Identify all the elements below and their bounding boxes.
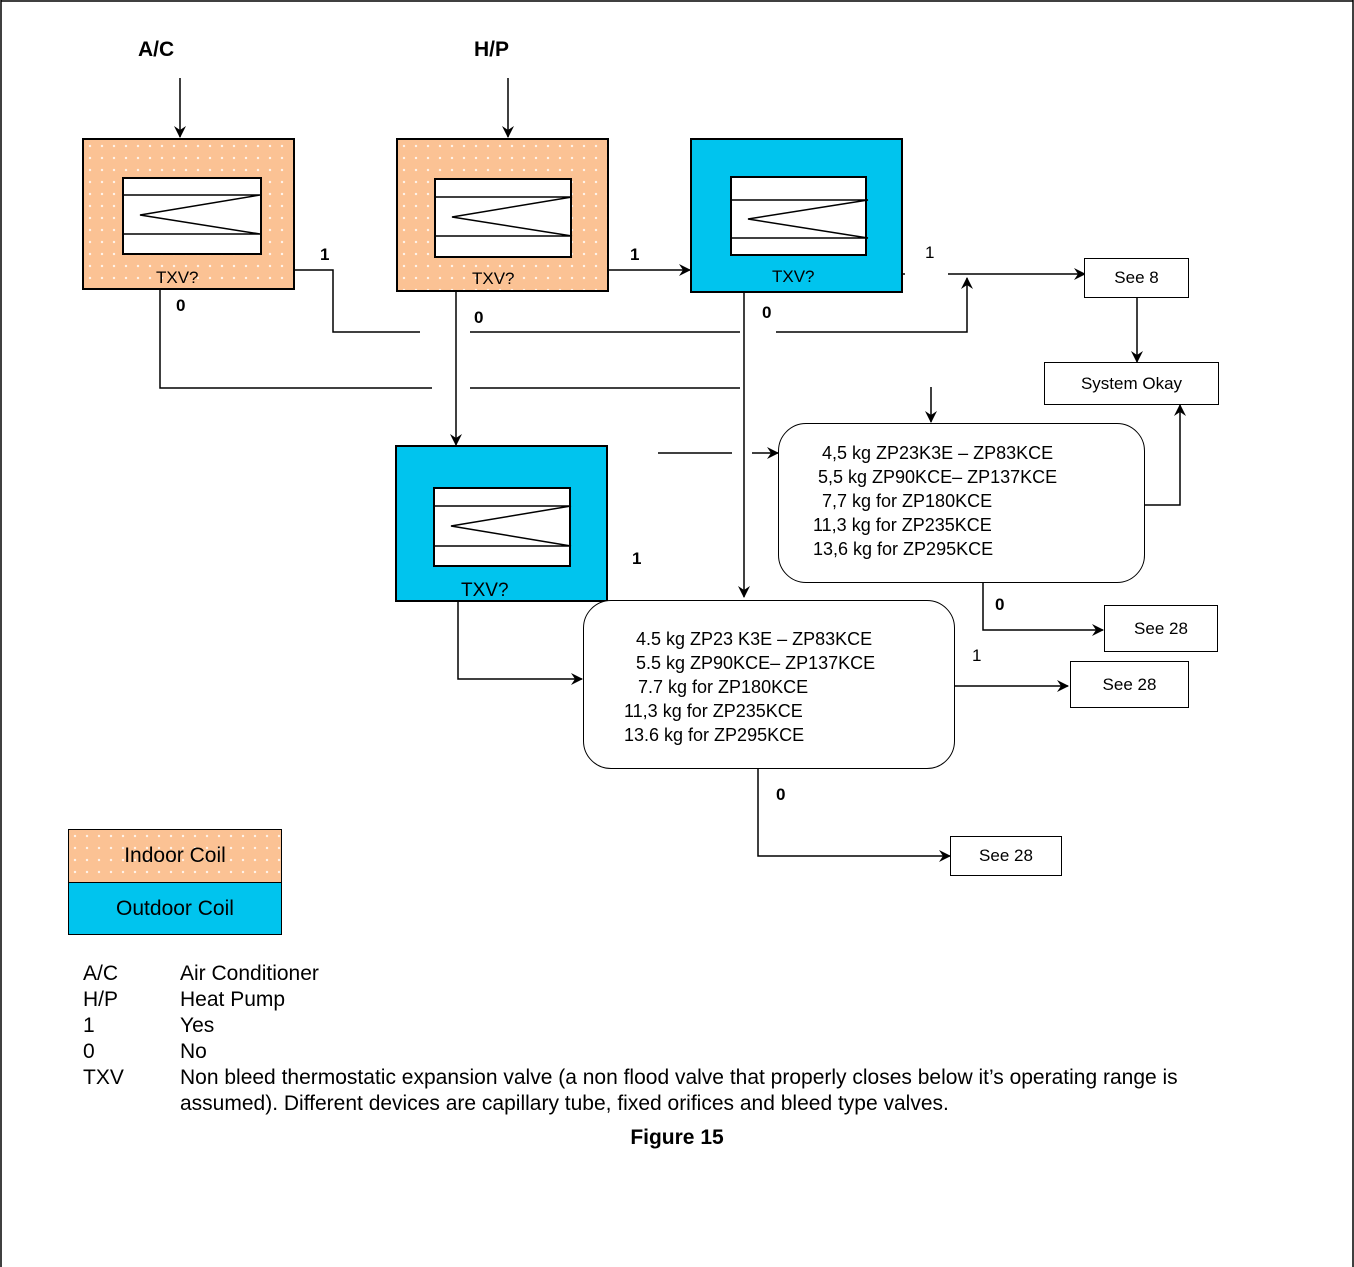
abbr-key: 0 bbox=[83, 1040, 95, 1063]
hp-input-label: H/P bbox=[474, 38, 510, 61]
see-8-box: See 8 bbox=[1084, 258, 1189, 298]
abbr-value: No bbox=[180, 1040, 207, 1063]
txv-label: TXV? bbox=[772, 267, 815, 286]
abbr-value: Non bleed thermostatic expansion valve (… bbox=[180, 1066, 1178, 1115]
figure-title: Figure 15 bbox=[630, 1126, 724, 1149]
abbr-value: Heat Pump bbox=[180, 988, 286, 1011]
yes-flag: 1 bbox=[925, 243, 935, 262]
yes-flag: 1 bbox=[320, 245, 330, 264]
yes-flag: 1 bbox=[632, 549, 642, 568]
coil-symbol-icon bbox=[433, 487, 572, 567]
legend-indoor-coil: Indoor Coil bbox=[68, 829, 282, 883]
abbr-key: TXV bbox=[83, 1066, 124, 1089]
no-flag: 0 bbox=[176, 296, 186, 315]
see-28-box: See 28 bbox=[950, 836, 1062, 876]
abbreviation-list: A/C Air Conditioner H/P Heat Pump 1 Yes … bbox=[83, 961, 1263, 1121]
see-28-box: See 28 bbox=[1070, 661, 1189, 708]
ac-input-label: A/C bbox=[138, 38, 175, 61]
charge-line: 13.6 kg for ZP295KCE bbox=[624, 725, 805, 745]
no-flag: 0 bbox=[995, 595, 1005, 614]
charge-line: 7,7 kg for ZP180KCE bbox=[822, 491, 993, 511]
txv-label: TXV? bbox=[472, 269, 515, 288]
charge-line: 11,3 kg for ZP235KCE bbox=[624, 701, 803, 721]
charge-line: 11,3 kg for ZP235KCE bbox=[813, 515, 992, 535]
charge-line: 5.5 kg ZP90KCE– ZP137KCE bbox=[636, 653, 876, 673]
abbr-key: 1 bbox=[83, 1014, 95, 1037]
hp-indoor-coil: TXV? bbox=[396, 138, 609, 292]
charge-line: 5,5 kg ZP90KCE– ZP137KCE bbox=[818, 467, 1058, 487]
yes-flag: 1 bbox=[630, 245, 640, 264]
ac-indoor-coil: TXV? bbox=[82, 138, 295, 290]
txv-label: TXV? bbox=[461, 580, 509, 601]
abbr-key: H/P bbox=[83, 988, 119, 1011]
see-28-box: See 28 bbox=[1104, 605, 1218, 652]
coil-symbol-icon bbox=[122, 177, 262, 255]
charge-line: 4.5 kg ZP23 K3E – ZP83KCE bbox=[636, 629, 873, 649]
charge-line: 4,5 kg ZP23K3E – ZP83KCE bbox=[822, 443, 1054, 463]
no-flag: 0 bbox=[474, 308, 484, 327]
outdoor-coil-lower: TXV? bbox=[395, 445, 608, 602]
legend-outdoor-coil: Outdoor Coil bbox=[68, 882, 282, 935]
coil-symbol-icon bbox=[434, 178, 573, 258]
outdoor-coil-upper: TXV? bbox=[690, 138, 903, 293]
no-flag: 0 bbox=[776, 785, 786, 804]
txv-label: TXV? bbox=[156, 268, 199, 287]
yes-flag: 1 bbox=[972, 646, 982, 665]
charge-limit-box-upper: 4,5 kg ZP23K3E – ZP83KCE 5,5 kg ZP90KCE–… bbox=[778, 423, 1145, 583]
charge-limit-box-lower: 4.5 kg ZP23 K3E – ZP83KCE 5.5 kg ZP90KCE… bbox=[583, 600, 955, 769]
charge-line: 13,6 kg for ZP295KCE bbox=[813, 539, 994, 559]
no-flag: 0 bbox=[762, 303, 772, 322]
charge-line: 7.7 kg for ZP180KCE bbox=[638, 677, 809, 697]
abbr-value: Yes bbox=[180, 1014, 215, 1037]
system-okay-box: System Okay bbox=[1044, 362, 1219, 405]
abbr-value: Air Conditioner bbox=[180, 962, 319, 985]
coil-symbol-icon bbox=[730, 176, 869, 256]
abbr-key: A/C bbox=[83, 962, 119, 985]
